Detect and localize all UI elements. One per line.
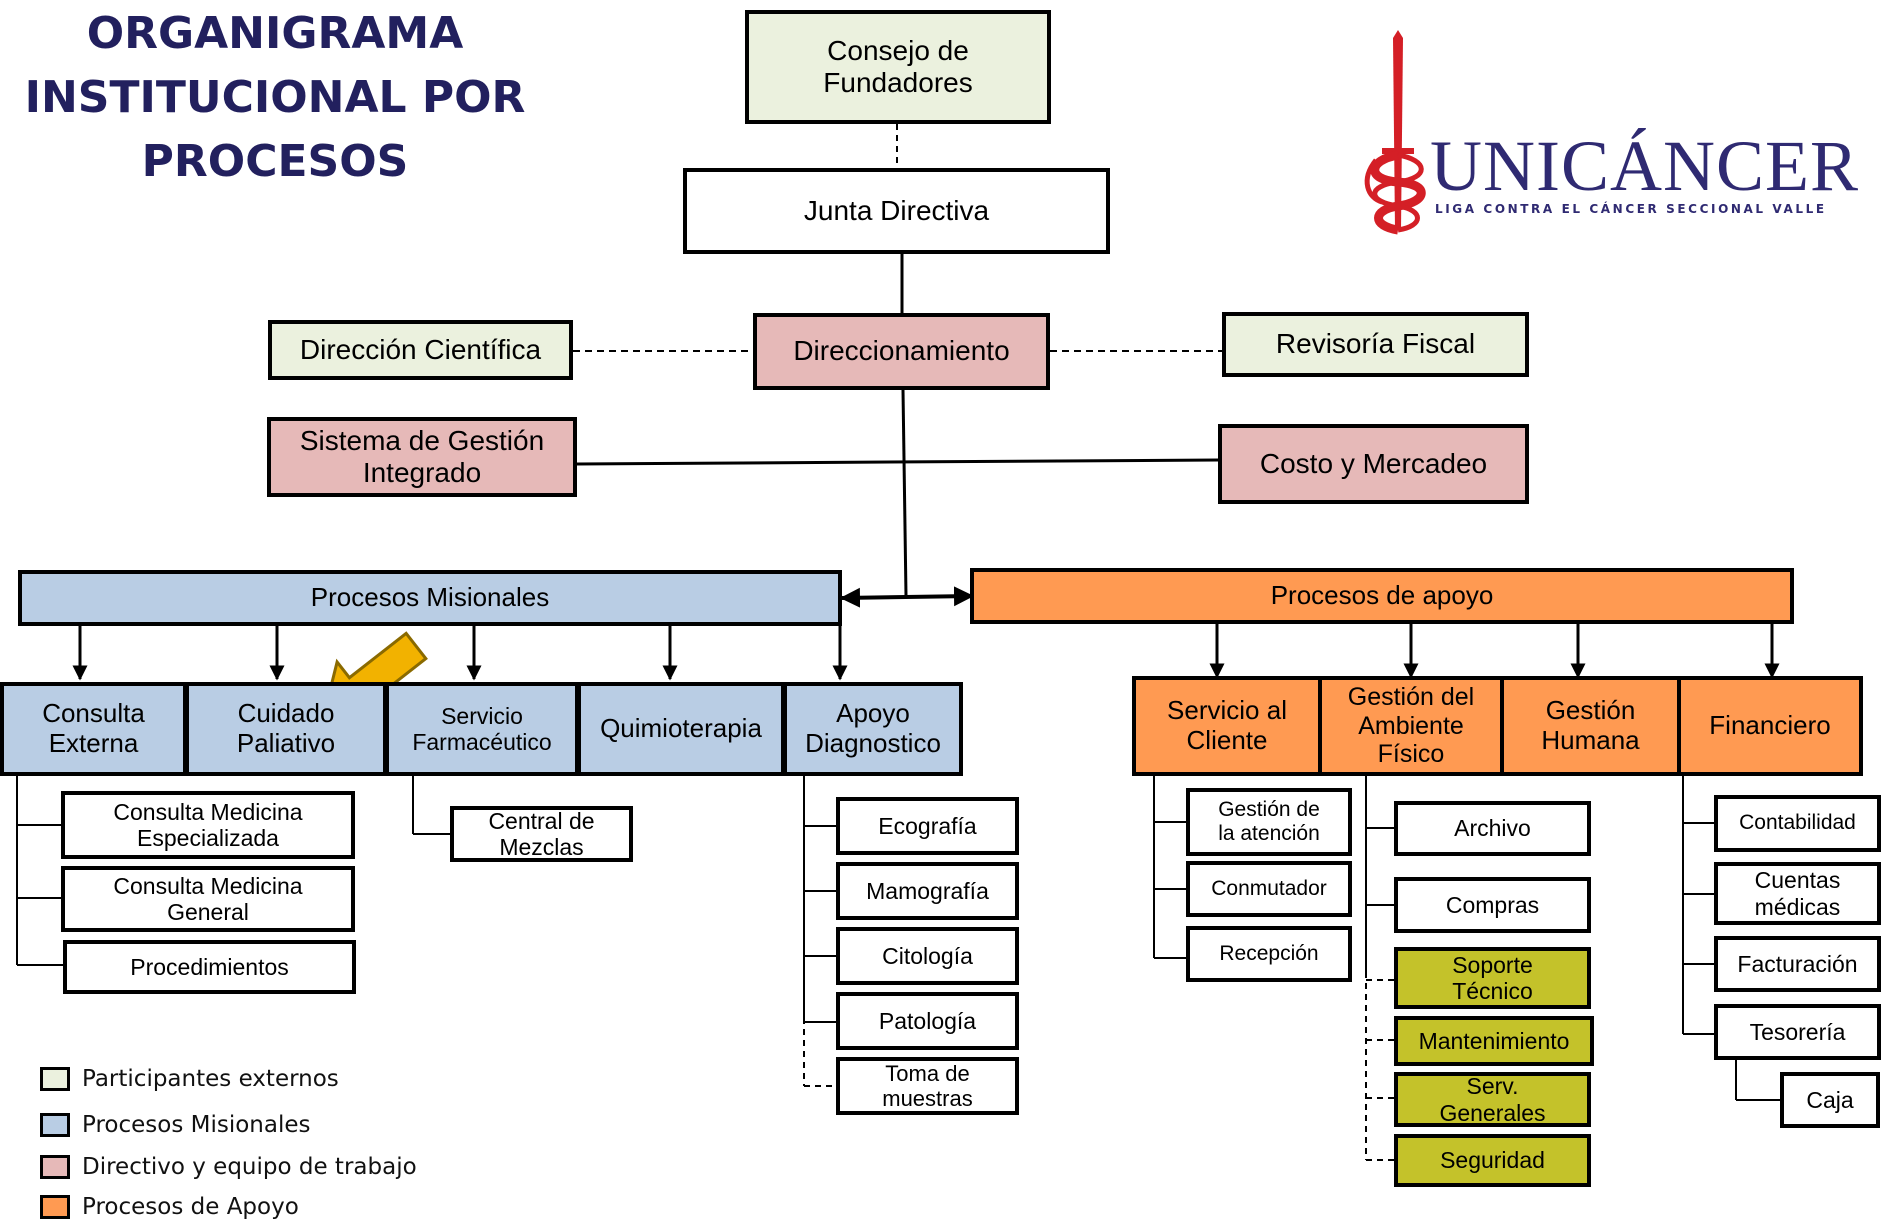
legend-swatch-externos bbox=[40, 1067, 70, 1091]
conmutador-box: Conmutador bbox=[1186, 861, 1352, 917]
page-title: ORGANIGRAMA INSTITUCIONAL POR PROCESOS bbox=[24, 8, 526, 187]
gestion-humana-box: Gestión Humana bbox=[1500, 676, 1681, 776]
legend-item-externos: Participantes externos bbox=[40, 1066, 339, 1092]
facturacion-box: Facturación bbox=[1714, 936, 1881, 992]
consulta-medicina-especializada-box: Consulta Medicina Especializada bbox=[61, 791, 355, 859]
legend-item-directivo: Directivo y equipo de trabajo bbox=[40, 1154, 417, 1180]
consulta-externa-box: Consulta Externa bbox=[0, 682, 187, 776]
revisoria-fiscal-box: Revisoría Fiscal bbox=[1222, 312, 1529, 377]
legend-swatch-directivo bbox=[40, 1155, 70, 1179]
direccionamiento-box: Direccionamiento bbox=[753, 313, 1050, 390]
procesos-misionales-header: Procesos Misionales bbox=[18, 570, 842, 626]
gestion-atencion-box: Gestión de la atención bbox=[1186, 788, 1352, 856]
direccion-cientifica-box: Dirección Científica bbox=[268, 320, 573, 380]
compras-box: Compras bbox=[1394, 877, 1591, 933]
costo-mercadeo-box: Costo y Mercadeo bbox=[1218, 424, 1529, 504]
servicio-farmaceutico-box: Servicio Farmacéutico bbox=[385, 682, 579, 776]
logo-name: UNICÁNCER bbox=[1430, 126, 1860, 206]
financiero-box: Financiero bbox=[1677, 676, 1863, 776]
patologia-box: Patología bbox=[836, 992, 1019, 1050]
cuentas-medicas-box: Cuentas médicas bbox=[1714, 862, 1881, 925]
citologia-box: Citología bbox=[836, 927, 1019, 985]
recepcion-box: Recepción bbox=[1186, 926, 1352, 982]
ecografia-box: Ecografía bbox=[836, 797, 1019, 855]
legend-item-apoyo: Procesos de Apoyo bbox=[40, 1194, 299, 1220]
sistema-gestion-integrado-box: Sistema de Gestión Integrado bbox=[267, 417, 577, 497]
tesoreria-box: Tesorería bbox=[1714, 1004, 1881, 1060]
archivo-box: Archivo bbox=[1394, 801, 1591, 856]
toma-muestras-box: Toma de muestras bbox=[836, 1057, 1019, 1115]
gestion-ambiente-fisico-box: Gestión del Ambiente Físico bbox=[1318, 676, 1504, 776]
seguridad-box: Seguridad bbox=[1394, 1134, 1591, 1187]
consejo-fundadores-box: Consejo de Fundadores bbox=[745, 10, 1051, 124]
legend-item-misionales: Procesos Misionales bbox=[40, 1112, 311, 1138]
legend-swatch-apoyo bbox=[40, 1195, 70, 1219]
junta-directiva-box: Junta Directiva bbox=[683, 168, 1110, 254]
procedimientos-box: Procedimientos bbox=[63, 940, 356, 994]
cuidado-paliativo-box: Cuidado Paliativo bbox=[185, 682, 387, 776]
mamografia-box: Mamografía bbox=[836, 862, 1019, 920]
apoyo-diagnostico-box: Apoyo Diagnostico bbox=[783, 682, 963, 776]
caduceus-sword-icon bbox=[1364, 30, 1426, 235]
serv-generales-box: Serv. Generales bbox=[1394, 1072, 1591, 1127]
contabilidad-box: Contabilidad bbox=[1714, 795, 1881, 852]
procesos-apoyo-header: Procesos de apoyo bbox=[970, 568, 1794, 624]
servicio-cliente-box: Servicio al Cliente bbox=[1132, 676, 1322, 776]
quimioterapia-box: Quimioterapia bbox=[577, 682, 785, 776]
legend-swatch-misionales bbox=[40, 1113, 70, 1137]
mantenimiento-box: Mantenimiento bbox=[1394, 1016, 1594, 1066]
central-mezclas-box: Central de Mezclas bbox=[450, 806, 633, 862]
consulta-medicina-general-box: Consulta Medicina General bbox=[61, 866, 355, 932]
soporte-tecnico-box: Soporte Técnico bbox=[1394, 947, 1591, 1009]
caja-box: Caja bbox=[1780, 1072, 1880, 1128]
logo-tagline: LIGA CONTRA EL CÁNCER SECCIONAL VALLE bbox=[1435, 202, 1827, 216]
